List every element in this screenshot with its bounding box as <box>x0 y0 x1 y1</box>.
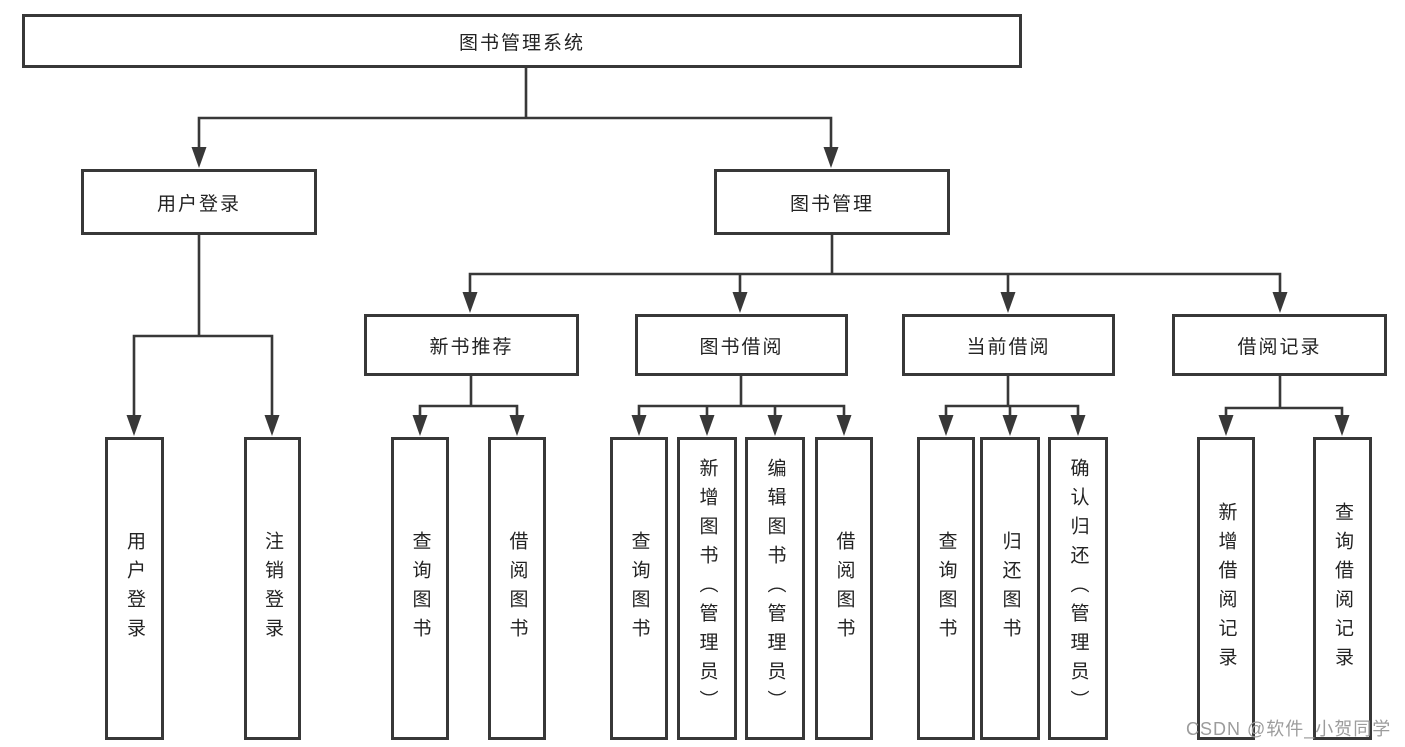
csdn-watermark: CSDN @软件_小贺同学 <box>1186 719 1392 739</box>
node-label: 图书借阅 <box>699 336 784 358</box>
connector-borrowrecords-to-leaves <box>1224 374 1344 418</box>
leaf-query-borrow-record: 查询借阅记录 <box>1313 437 1372 740</box>
node-label: 图书管理 <box>789 193 874 215</box>
leaf-query-book-recommend: 查询图书 <box>391 437 449 740</box>
connector-bookmgmt-to-modules <box>468 232 1282 295</box>
connector-currentborrow-to-leaves <box>944 374 1080 418</box>
arrowhead <box>938 415 954 436</box>
node-borrow-records: 借阅记录 <box>1172 314 1387 376</box>
arrowhead <box>191 147 207 168</box>
arrowhead <box>1000 292 1016 313</box>
arrowhead <box>1002 415 1018 436</box>
node-label: 查询图书 <box>409 530 431 647</box>
node-label: 借阅记录 <box>1237 336 1322 358</box>
node-label: 新增借阅记录 <box>1215 501 1237 676</box>
arrowhead <box>767 415 783 436</box>
node-current-borrow: 当前借阅 <box>902 314 1115 376</box>
node-label: 新增图书（管理员） <box>696 458 718 719</box>
leaf-query-book-borrow: 查询图书 <box>610 437 668 740</box>
node-label: 注销登录 <box>262 530 283 647</box>
node-label: 用户登录 <box>156 193 241 215</box>
connector-bookborrow-to-leaves <box>637 374 846 418</box>
node-book-borrow: 图书借阅 <box>635 314 848 376</box>
leaf-return-book: 归还图书 <box>980 437 1040 740</box>
node-label: 查询图书 <box>628 530 650 647</box>
leaf-borrow-book: 借阅图书 <box>815 437 873 740</box>
arrowhead <box>1272 292 1288 313</box>
arrowhead <box>836 415 852 436</box>
node-label: 编辑图书（管理员） <box>764 458 786 719</box>
node-label: 当前借阅 <box>966 336 1051 358</box>
arrowhead <box>732 292 748 313</box>
arrowhead <box>1218 415 1234 436</box>
arrowhead <box>631 415 647 436</box>
node-label: 查询借阅记录 <box>1332 501 1353 676</box>
leaf-query-book-current: 查询图书 <box>917 437 975 740</box>
connector-newbook-to-leaves <box>418 374 519 418</box>
arrowhead <box>1070 415 1086 436</box>
connector-root-to-level2 <box>197 68 833 150</box>
node-label: 借阅图书 <box>833 530 855 647</box>
leaf-logout: 注销登录 <box>244 437 301 740</box>
node-library-management-system: 图书管理系统 <box>22 14 1022 68</box>
arrowhead <box>264 415 280 436</box>
arrowhead <box>509 415 525 436</box>
leaf-add-borrow-record: 新增借阅记录 <box>1197 437 1255 740</box>
arrowhead <box>699 415 715 436</box>
arrowhead <box>823 147 839 168</box>
node-label: 借阅图书 <box>506 530 528 647</box>
leaf-add-book-admin: 新增图书（管理员） <box>677 437 737 740</box>
node-label: 图书管理系统 <box>458 32 585 54</box>
connector-userlogin-to-leaves <box>132 233 274 418</box>
leaf-user-login: 用户登录 <box>105 437 164 740</box>
arrowhead <box>126 415 142 436</box>
node-label: 归还图书 <box>999 530 1021 647</box>
leaf-borrow-book-recommend: 借阅图书 <box>488 437 546 740</box>
arrowhead <box>1334 415 1350 436</box>
leaf-edit-book-admin: 编辑图书（管理员） <box>745 437 805 740</box>
leaf-confirm-return-admin: 确认归还（管理员） <box>1048 437 1108 740</box>
arrowhead <box>462 292 478 313</box>
arrowhead <box>412 415 428 436</box>
node-book-management-branch: 图书管理 <box>714 169 950 235</box>
node-label: 查询图书 <box>935 530 957 647</box>
node-label: 新书推荐 <box>429 336 514 358</box>
node-user-login-branch: 用户登录 <box>81 169 317 235</box>
node-label: 确认归还（管理员） <box>1067 458 1089 719</box>
node-label: 用户登录 <box>124 530 145 647</box>
node-new-book-recommendation: 新书推荐 <box>364 314 579 376</box>
